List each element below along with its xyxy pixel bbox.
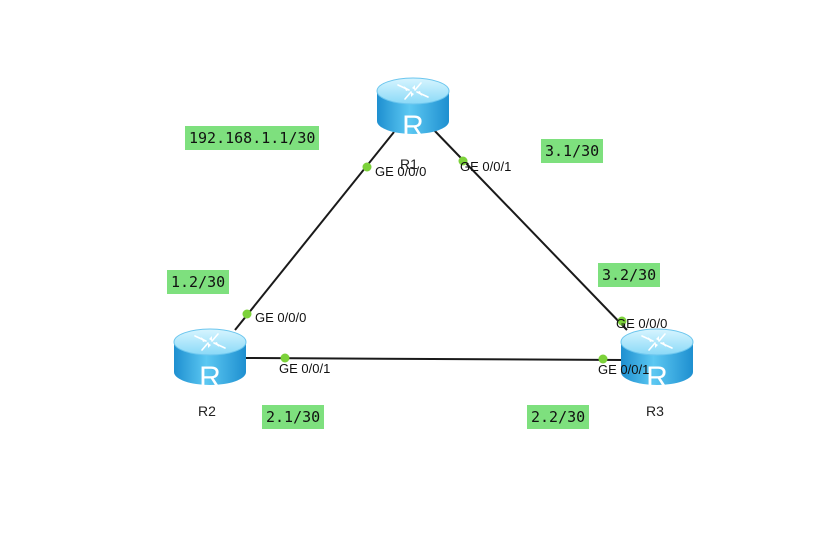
port-label-r3-ge000: GE 0/0/0	[616, 316, 668, 331]
ip-label-r2-r3: 2.1/30	[262, 405, 325, 429]
port-dot-r3-ge000[interactable]	[617, 316, 627, 326]
port-dot-r2-ge001[interactable]	[280, 353, 290, 363]
port-label-r2-ge000: GE 0/0/0	[255, 310, 307, 325]
ip-label-r3-r1: 3.2/30	[598, 263, 661, 287]
port-label-r1-ge001: GE 0/0/1	[460, 159, 512, 174]
router-r3[interactable]: R	[620, 328, 694, 394]
router-r1-glyph: R	[402, 110, 424, 143]
ip-label-r1-r3: 3.1/30	[541, 139, 604, 163]
link-r1-r2[interactable]	[234, 131, 395, 331]
router-r3-glyph: R	[646, 361, 668, 394]
ip-label-r1-r2-network: 192.168.1.1/30	[185, 126, 320, 150]
router-name-r1: R1	[400, 156, 418, 172]
router-r2-glyph: R	[199, 361, 221, 394]
port-label-r2-ge001: GE 0/0/1	[279, 361, 331, 376]
port-dot-r1-ge000[interactable]	[362, 162, 372, 172]
router-name-r3: R3	[646, 403, 664, 419]
router-r2[interactable]: R	[173, 328, 247, 394]
port-dot-r3-ge001[interactable]	[598, 354, 608, 364]
port-label-r1-ge000: GE 0/0/0	[375, 164, 427, 179]
link-r2-r3[interactable]	[245, 357, 625, 361]
ip-label-r3-r2: 2.2/30	[527, 405, 590, 429]
port-dot-r2-ge000[interactable]	[242, 309, 252, 319]
port-label-r3-ge001: GE 0/0/1	[598, 362, 650, 377]
router-r1[interactable]: R	[376, 77, 450, 143]
port-dot-r1-ge001[interactable]	[458, 156, 468, 166]
router-name-r2: R2	[198, 403, 216, 419]
port-dots	[242, 156, 627, 364]
ip-label-r2-r1: 1.2/30	[167, 270, 230, 294]
